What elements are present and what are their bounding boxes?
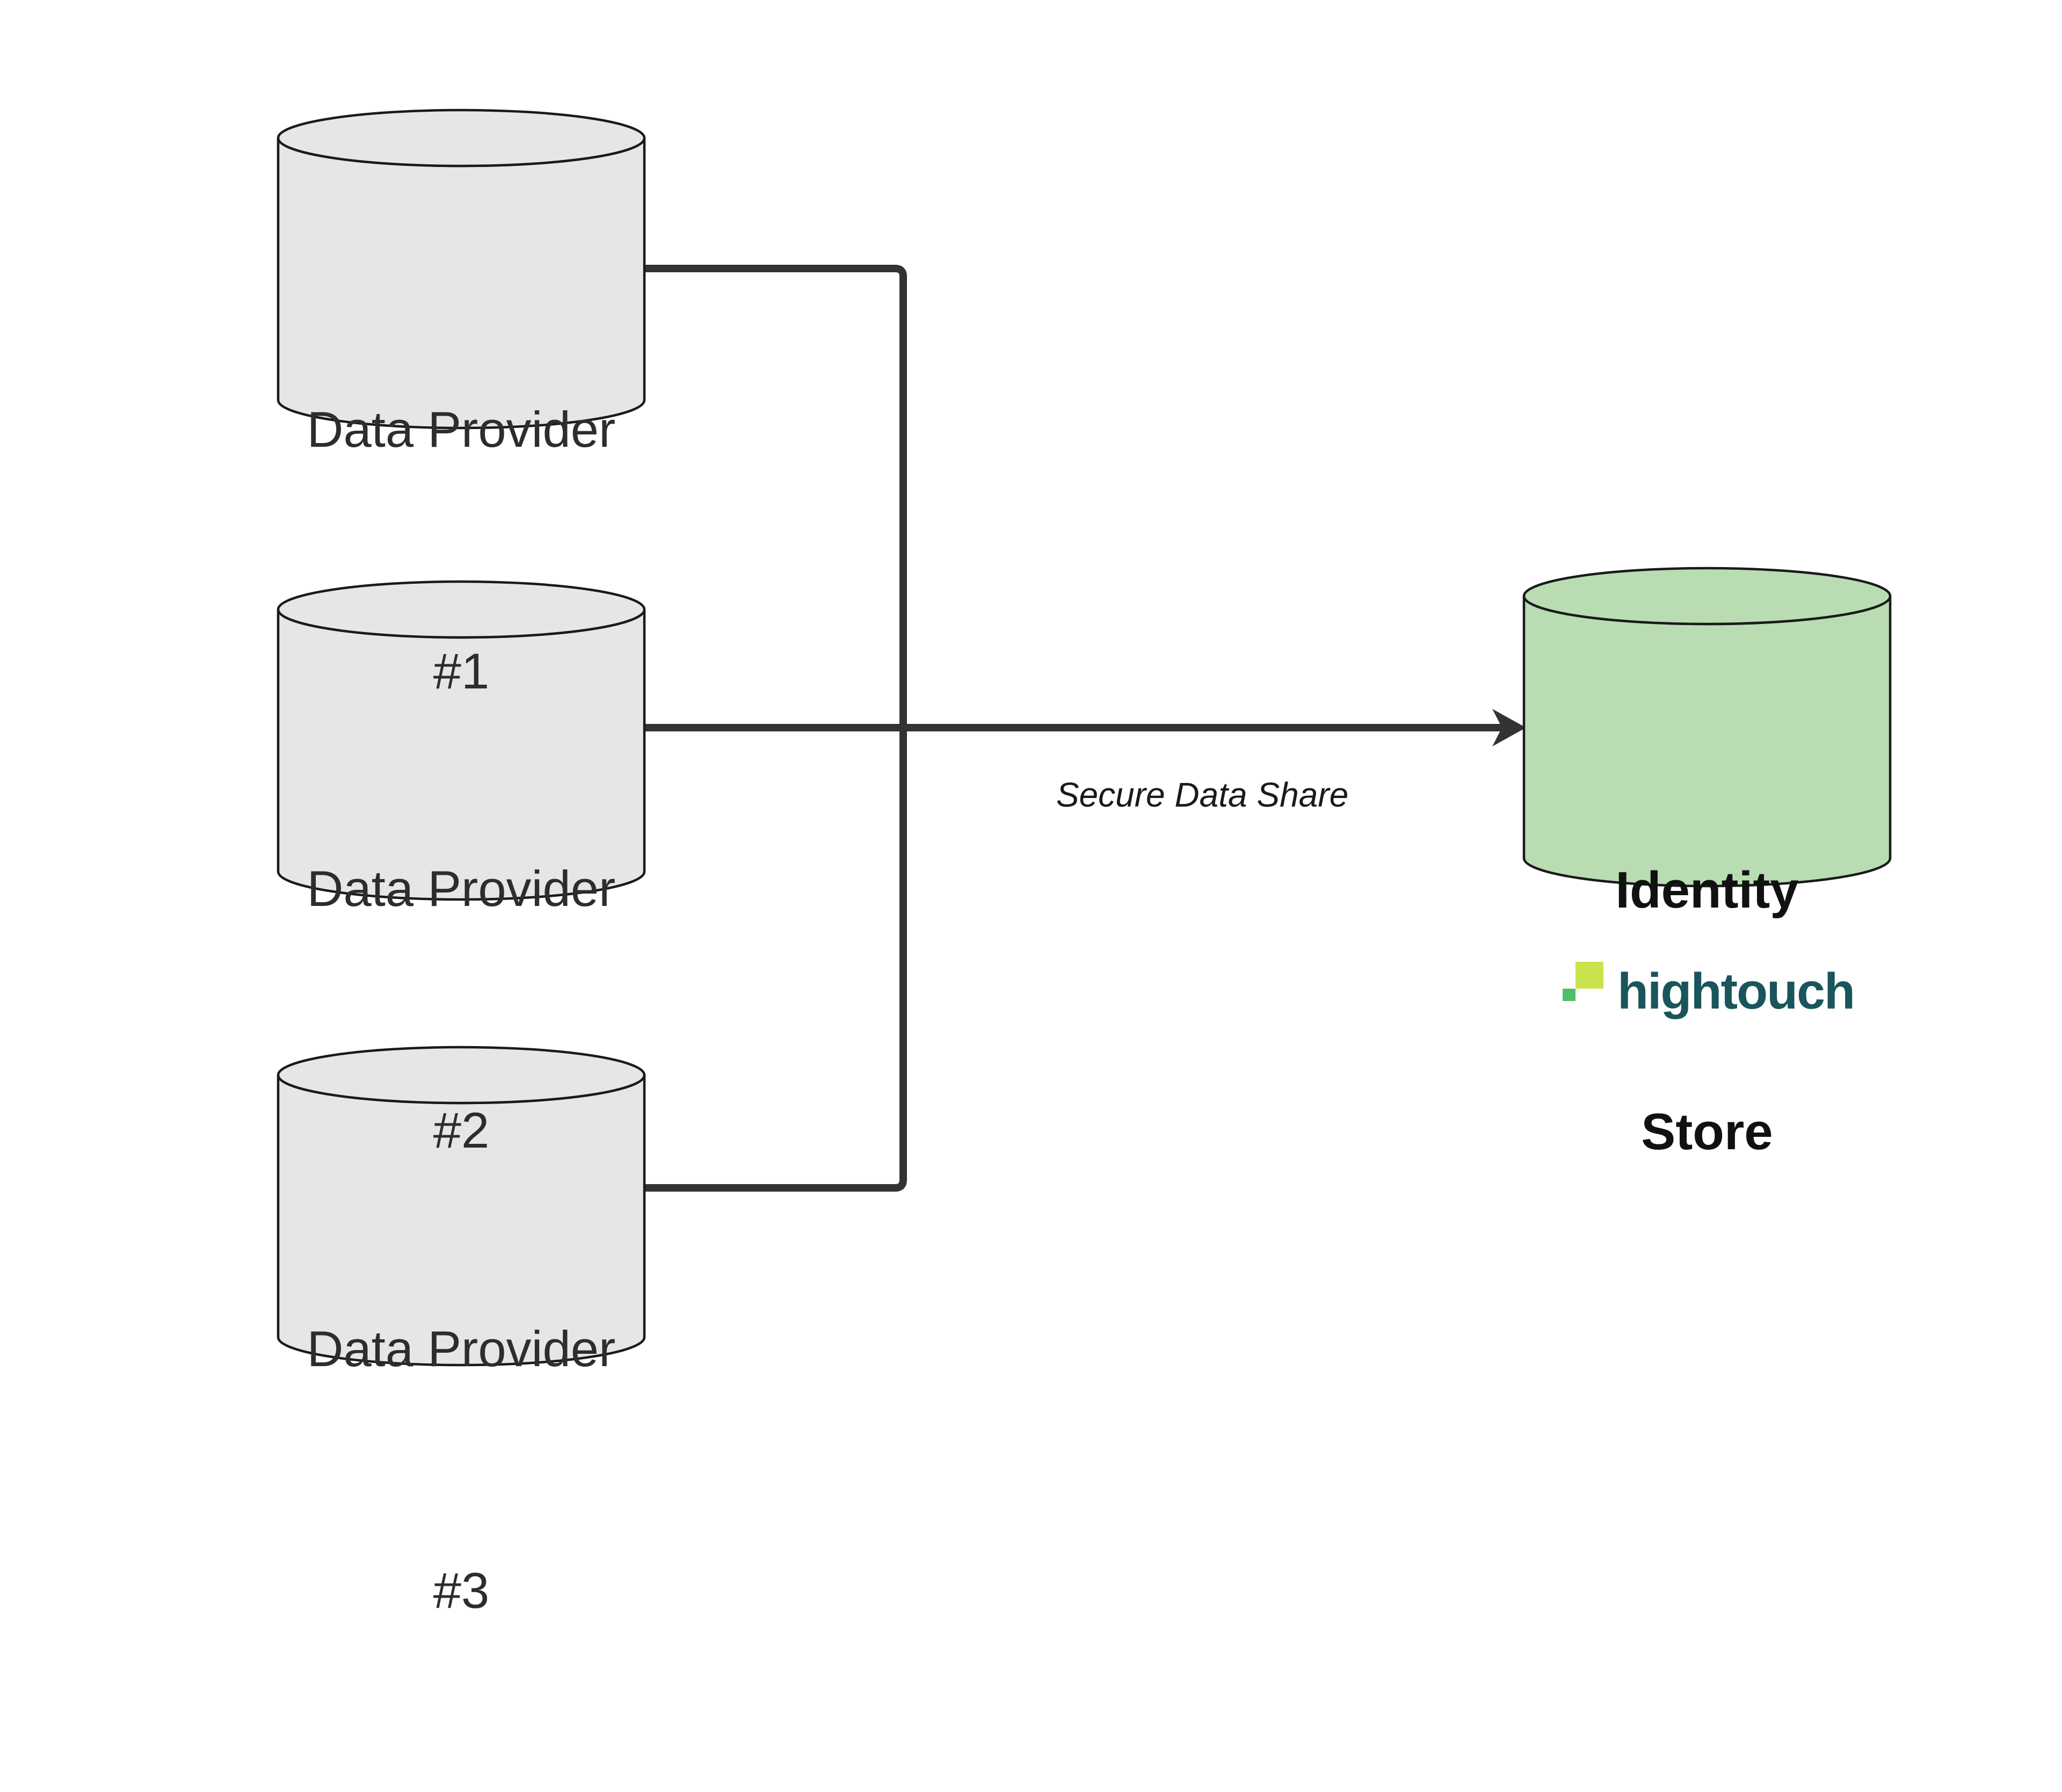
label-data-provider-2: Data Provider #2 — [278, 687, 644, 1332]
logo-green-square — [1563, 989, 1575, 1001]
cylinder-top — [1522, 567, 1892, 626]
cylinder-data-provider-2 — [277, 580, 646, 901]
cylinder-data-provider-3 — [277, 1046, 646, 1367]
diagram-canvas: Data Provider #1 Data Provider #2 Data P… — [277, 108, 1892, 1619]
cylinder-top — [277, 1046, 646, 1105]
label-line1: Data Provider — [307, 1321, 616, 1377]
arrowhead-icon — [1492, 709, 1526, 746]
label-data-provider-1: Data Provider #1 — [278, 228, 644, 873]
hightouch-logo-icon — [1563, 962, 1603, 1001]
label-line2: Store — [1641, 1103, 1773, 1160]
label-data-provider-3: Data Provider #3 — [278, 1148, 644, 1792]
logo-lime-square — [1575, 962, 1603, 989]
label-line2: #3 — [433, 1562, 490, 1619]
cylinder-top — [277, 580, 646, 639]
cylinder-identity-store — [1522, 567, 1892, 888]
label-line1: Data Provider — [307, 860, 616, 917]
label-line1: Data Provider — [307, 401, 616, 458]
cylinder-data-provider-1 — [277, 108, 646, 430]
label-line2: #1 — [433, 643, 490, 699]
edge-label-secure-data-share: Secure Data Share — [1056, 775, 1349, 814]
label-identity-store: Identity Store — [1524, 689, 1890, 1333]
label-line2: #2 — [433, 1102, 490, 1158]
cylinder-top — [277, 108, 646, 168]
hightouch-wordmark: hightouch — [1617, 963, 1855, 1020]
diagram-shapes — [277, 108, 1892, 1367]
label-line1: Identity — [1615, 861, 1799, 919]
